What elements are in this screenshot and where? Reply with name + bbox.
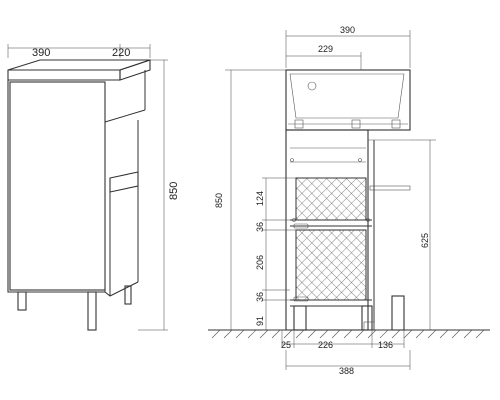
basin-side <box>119 59 151 81</box>
dim-basin-offset-label: 229 <box>318 44 333 54</box>
dim-depth-label: 220 <box>112 47 130 59</box>
basin <box>285 69 411 131</box>
foot-left <box>293 305 307 331</box>
foot-center <box>361 305 373 331</box>
basin-front <box>7 69 121 81</box>
left-perspective-view: 390 220 850 <box>7 44 180 331</box>
body-bottom <box>104 281 139 297</box>
foot-right <box>391 295 405 331</box>
dim-foot-span-label: 226 <box>318 340 333 350</box>
dim-height-label: 850 <box>168 182 180 200</box>
side-shelf <box>109 171 139 193</box>
body-front-edge <box>7 80 105 293</box>
dim-drawer-upper-label: 124 <box>255 191 265 206</box>
dim-foot-right-label: 136 <box>378 340 393 350</box>
upper-handle <box>293 223 309 229</box>
dim-bottom-width-label: 388 <box>339 366 354 376</box>
dim-top-width-label: 390 <box>340 25 355 35</box>
basin-bowl <box>289 73 405 119</box>
dim-gap-upper-label: 36 <box>255 222 265 232</box>
leg-back-right <box>124 285 132 305</box>
upper-basket <box>295 177 367 221</box>
dim-gap-lower-label: 36 <box>255 292 265 302</box>
dim-foot-left-label: 25 <box>281 340 291 350</box>
dim-width-label: 390 <box>32 47 50 59</box>
dim-side-height-label: 625 <box>420 233 430 248</box>
faucet-hole <box>307 81 317 91</box>
lower-handle <box>293 296 309 302</box>
side-rail <box>369 185 411 191</box>
basin-top <box>7 59 151 71</box>
dim-plinth-label: 91 <box>255 316 265 326</box>
door-panel <box>9 81 106 291</box>
right-elevation-view: 390 229 <box>208 25 490 376</box>
floor-hatching <box>211 329 485 339</box>
lower-basket <box>295 229 367 301</box>
leg-front-left <box>17 291 27 311</box>
dim-drawer-lower-label: 206 <box>255 255 265 270</box>
dim-total-height-label: 850 <box>214 193 224 208</box>
leg-front-right <box>87 291 97 331</box>
